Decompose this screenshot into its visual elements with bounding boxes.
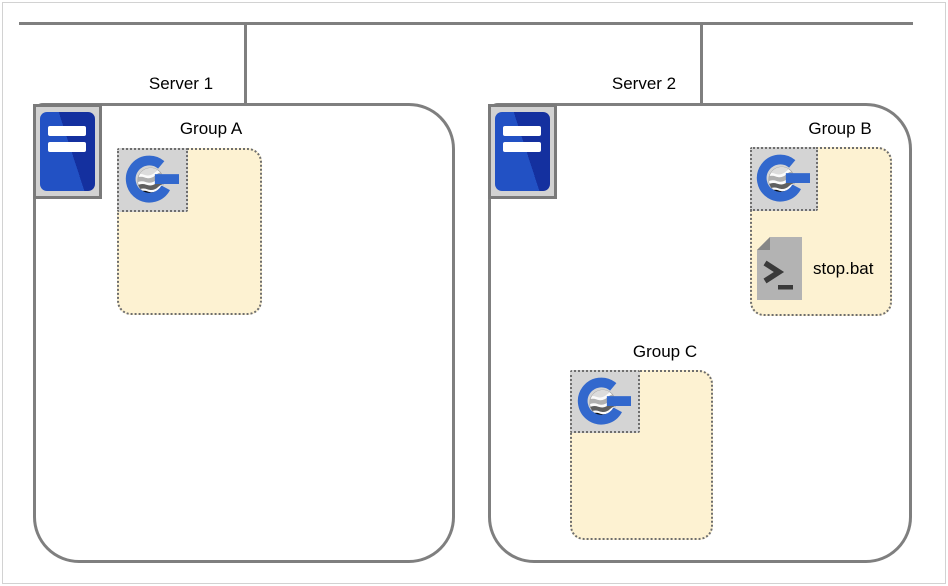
group-b-icon-tile bbox=[750, 147, 818, 211]
group-a-label: Group A bbox=[179, 119, 243, 138]
server-2-connector-line bbox=[700, 22, 703, 103]
server-1-label: Server 1 bbox=[148, 74, 214, 93]
geoserver-logo-icon bbox=[577, 376, 633, 428]
group-b-label: Group B bbox=[808, 119, 872, 138]
stop-script-item: stop.bat bbox=[756, 236, 874, 301]
server-2-label: Server 2 bbox=[611, 74, 677, 93]
network-bus-line bbox=[19, 22, 913, 25]
group-c-label: Group C bbox=[632, 342, 698, 361]
stop-script-label: stop.bat bbox=[813, 258, 874, 278]
group-c-icon-tile bbox=[570, 370, 640, 433]
geoserver-logo-icon bbox=[756, 153, 812, 205]
server-1-connector-line bbox=[244, 22, 247, 103]
server-tower-icon bbox=[495, 112, 550, 191]
server-slot-bar bbox=[48, 126, 86, 136]
server-tower-icon bbox=[40, 112, 95, 191]
server-2-tower-icon bbox=[488, 104, 557, 199]
geoserver-logo-icon bbox=[125, 154, 181, 206]
server-slot-bar bbox=[503, 142, 541, 152]
server-slot-bar bbox=[503, 126, 541, 136]
batch-script-file-icon bbox=[756, 236, 803, 301]
server-slot-bar bbox=[48, 142, 86, 152]
group-a-icon-tile bbox=[117, 148, 188, 212]
group-a-box bbox=[117, 148, 262, 315]
server-1-tower-icon bbox=[33, 104, 102, 199]
